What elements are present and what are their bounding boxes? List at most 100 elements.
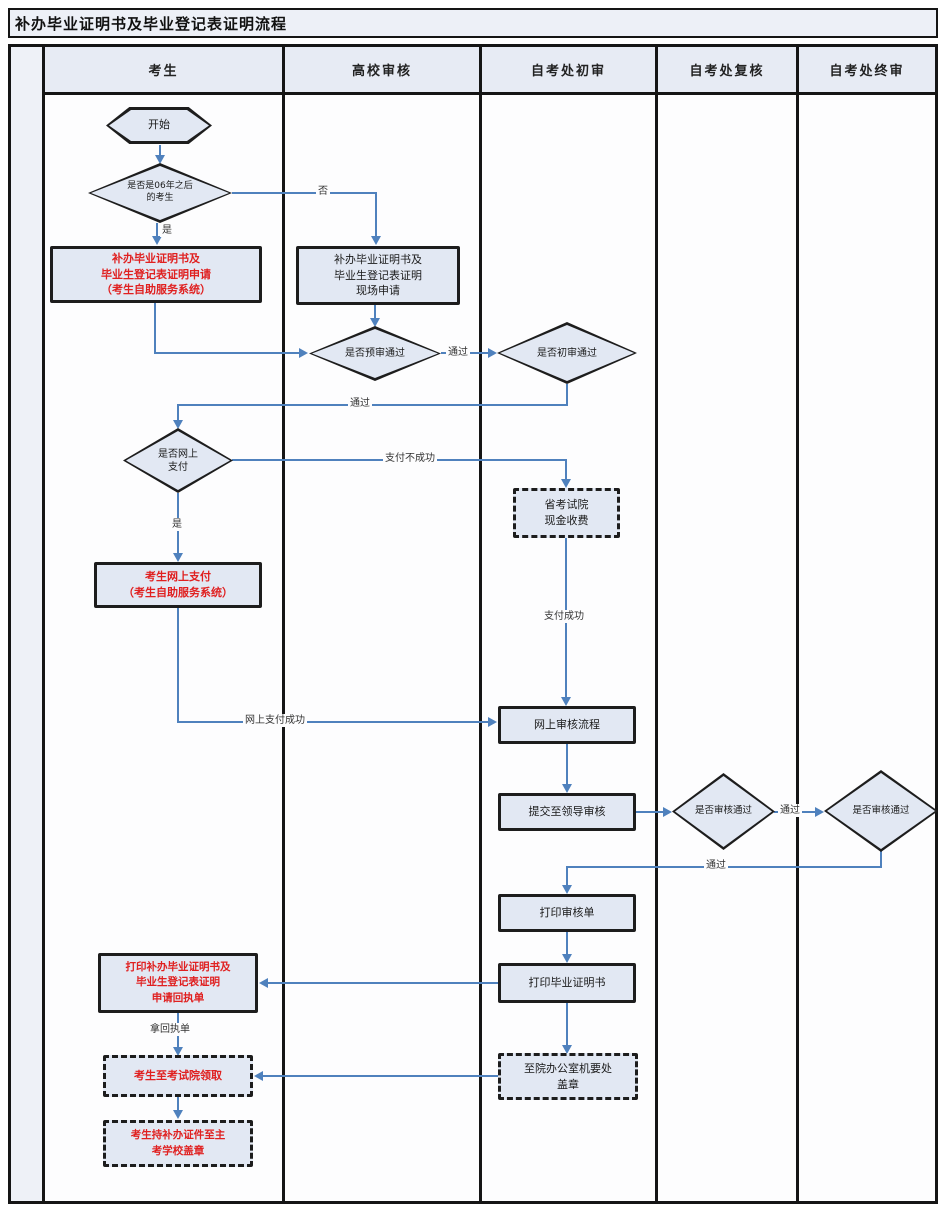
- arrowhead-down-icon: [561, 697, 571, 706]
- edge-label-no: 否: [316, 185, 330, 198]
- edge-label-online-pay-success: 网上支付成功: [243, 714, 307, 727]
- edge-segment: [566, 384, 568, 406]
- edge-label-pass: 通过: [704, 859, 728, 872]
- edge-segment: [267, 982, 498, 984]
- edge-segment: [566, 744, 568, 786]
- edge-segment: [177, 404, 179, 426]
- edge-label-pass: 通过: [348, 397, 372, 410]
- edge-segment: [374, 305, 376, 322]
- node-print-receipt-label: 打印补办毕业证明书及 毕业生登记表证明 申请回执单: [125, 961, 231, 1004]
- decision-final-review-label: 是否审核通过: [852, 804, 910, 816]
- node-cash-payment-label: 省考试院 现金收费: [544, 498, 589, 527]
- node-submit-leader-review-label: 提交至领导审核: [528, 805, 606, 819]
- decision-pre-review: 是否预审通过: [309, 326, 441, 381]
- edge-label-pass: 通过: [446, 346, 470, 359]
- decision-recheck-review-label: 是否审核通过: [694, 805, 752, 817]
- lane-divider: [479, 44, 482, 1204]
- node-apply-onsite-label: 补办毕业证明书及 毕业生登记表证明 现场申请: [334, 252, 422, 298]
- edge-segment: [177, 721, 489, 723]
- arrowhead-down-icon: [562, 954, 572, 963]
- edge-segment: [154, 302, 156, 354]
- edge-segment: [566, 1003, 568, 1047]
- node-collect-at-institute: 考生至考试院领取: [103, 1055, 253, 1097]
- arrowhead-right-icon: [299, 348, 308, 358]
- edge-segment: [880, 851, 882, 868]
- arrowhead-right-icon: [488, 717, 497, 727]
- node-print-certificate-label: 打印毕业证明书: [528, 976, 606, 990]
- edge-segment: [159, 145, 161, 157]
- node-submit-leader-review: 提交至领导审核: [498, 793, 636, 831]
- arrowhead-right-icon: [488, 348, 497, 358]
- edge-segment: [177, 1097, 179, 1112]
- lane-divider: [655, 44, 658, 1204]
- lane-header-gaoxiao-shenhe: 高校审核: [351, 64, 412, 79]
- edge-segment: [177, 404, 568, 406]
- arrowhead-left-icon: [254, 1071, 263, 1081]
- edge-segment: [566, 866, 568, 887]
- decision-is-online-payment-label: 是否网上 支付: [158, 448, 198, 473]
- arrowhead-down-icon: [173, 420, 183, 429]
- arrowhead-down-icon: [562, 784, 572, 793]
- node-stamp-at-school: 考生持补办证件至主 考学校盖章: [103, 1120, 253, 1167]
- lane-header-zikao-fuhe: 自考处复核: [689, 64, 765, 79]
- node-stamp-at-school-label: 考生持补办证件至主 考学校盖章: [130, 1129, 226, 1157]
- edge-segment: [566, 932, 568, 956]
- node-print-review-form-label: 打印审核单: [539, 906, 595, 920]
- arrowhead-right-icon: [663, 807, 672, 817]
- arrowhead-down-icon: [562, 1045, 572, 1054]
- arrowhead-left-icon: [259, 978, 268, 988]
- decision-initial-review-label: 是否初审通过: [537, 347, 597, 359]
- node-stamp-at-office-label: 至院办公室机要处 盖章: [524, 1061, 612, 1091]
- edge-segment: [262, 1075, 498, 1077]
- lane-header-zikao-zhongshen: 自考处终审: [829, 64, 905, 79]
- node-print-review-form: 打印审核单: [498, 894, 636, 932]
- node-start-label: 开始: [148, 118, 170, 132]
- decision-recheck-review: 是否审核通过: [672, 773, 775, 850]
- arrowhead-down-icon: [561, 479, 571, 488]
- edge-label-pay-fail: 支付不成功: [383, 452, 437, 465]
- edge-segment: [636, 811, 664, 813]
- decision-final-review: 是否审核通过: [824, 770, 938, 852]
- edge-segment: [154, 352, 300, 354]
- edge-label-pay-success: 支付成功: [542, 610, 586, 623]
- lane-header-kaosheng: 考生: [148, 64, 179, 79]
- arrowhead-down-icon: [371, 236, 381, 245]
- arrowhead-down-icon: [173, 1047, 183, 1056]
- edge-segment: [565, 459, 567, 481]
- node-print-receipt: 打印补办毕业证明书及 毕业生登记表证明 申请回执单: [98, 953, 258, 1013]
- edge-segment: [375, 192, 377, 238]
- node-online-review-process: 网上审核流程: [498, 706, 636, 744]
- arrowhead-down-icon: [155, 155, 165, 164]
- arrowhead-down-icon: [562, 885, 572, 894]
- edge-segment: [177, 607, 179, 723]
- edge-label-take-receipt: 拿回执单: [148, 1023, 192, 1036]
- edge-label-yes: 是: [170, 518, 184, 531]
- page-title-text: 补办毕业证明书及毕业登记表证明流程: [15, 14, 288, 33]
- node-collect-at-institute-label: 考生至考试院领取: [134, 1069, 222, 1083]
- edge-label-pass: 通过: [778, 804, 802, 817]
- page-title: 补办毕业证明书及毕业登记表证明流程: [8, 8, 938, 38]
- node-apply-onsite: 补办毕业证明书及 毕业生登记表证明 现场申请: [296, 246, 460, 305]
- lane-header-zikao-chushen: 自考处初审: [530, 64, 606, 79]
- node-online-payment-label: 考生网上支付 （考生自助服务系统）: [123, 570, 233, 599]
- node-cash-payment: 省考试院 现金收费: [513, 488, 620, 538]
- decision-is-after-2006-label: 是否是06年之后 的考生: [127, 181, 193, 203]
- node-online-review-process-label: 网上审核流程: [534, 718, 600, 732]
- node-stamp-at-office: 至院办公室机要处 盖章: [498, 1053, 638, 1100]
- edge-segment: [156, 223, 158, 238]
- node-start: 开始: [106, 107, 212, 144]
- left-margin-column: [11, 47, 42, 1201]
- arrowhead-down-icon: [173, 553, 183, 562]
- edge-segment: [232, 192, 377, 194]
- node-apply-online: 补办毕业证明书及 毕业生登记表证明申请 （考生自助服务系统）: [50, 246, 262, 303]
- decision-pre-review-label: 是否预审通过: [345, 348, 405, 359]
- arrowhead-down-icon: [173, 1110, 183, 1119]
- decision-is-online-payment: 是否网上 支付: [123, 428, 233, 493]
- lane-divider: [282, 44, 285, 1204]
- lane-divider: [796, 44, 799, 1204]
- decision-is-after-2006: 是否是06年之后 的考生: [88, 163, 232, 223]
- node-print-certificate: 打印毕业证明书: [498, 963, 636, 1003]
- arrowhead-down-icon: [370, 318, 380, 327]
- lane-header-divider: [42, 92, 938, 95]
